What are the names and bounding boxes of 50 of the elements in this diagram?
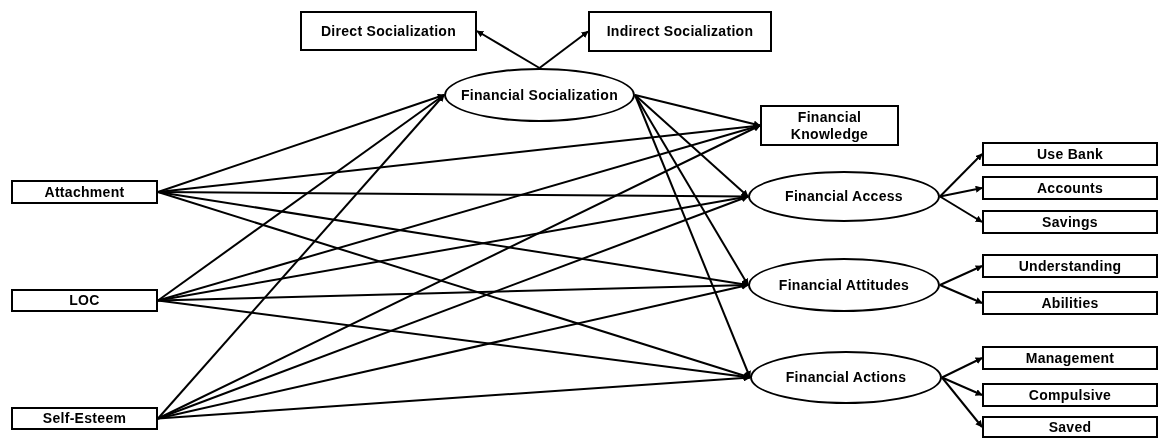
variable-box	[982, 254, 1158, 278]
variable-box	[300, 11, 477, 51]
node-label: Savings	[1042, 213, 1098, 231]
node-label: Compulsive	[1028, 386, 1112, 404]
arrow	[157, 374, 751, 420]
variable-box	[982, 346, 1158, 370]
node-label: Management	[1025, 349, 1115, 367]
arrow	[634, 94, 749, 198]
arrow	[939, 195, 983, 223]
variable-box	[982, 416, 1158, 438]
node-label: Accounts	[1036, 179, 1104, 197]
arrow	[157, 281, 749, 302]
arrow	[476, 30, 541, 69]
variable-box	[11, 289, 158, 312]
node-label: Financial Access	[785, 188, 903, 205]
node-label: Financial Knowledge	[789, 109, 870, 142]
variable-box	[11, 407, 158, 430]
arrow	[941, 357, 983, 379]
node-label: Financial Attitudes	[778, 276, 910, 294]
node-label: Use Bank	[1036, 145, 1104, 163]
arrow	[157, 94, 445, 420]
arrow	[939, 185, 983, 198]
arrow	[157, 93, 445, 193]
variable-box	[982, 176, 1158, 200]
node-label: Understanding	[1018, 257, 1122, 275]
variable-box	[982, 210, 1158, 234]
node-label: Saved	[1048, 418, 1092, 436]
node-label: LOC	[69, 292, 100, 309]
arrow	[538, 30, 589, 69]
node-label: Self-Esteem	[42, 410, 127, 427]
arrow	[939, 153, 983, 198]
node-label: Financial Socialization	[460, 86, 618, 104]
node-label: Indirect Socialization	[606, 23, 754, 40]
arrow	[941, 376, 983, 396]
arrow	[939, 265, 983, 286]
arrow	[634, 94, 761, 128]
arrow	[941, 376, 983, 428]
variable-box	[982, 291, 1158, 315]
variable-box	[11, 180, 158, 204]
arrow	[157, 299, 751, 381]
node-label: Financial Actions	[785, 369, 907, 386]
arrow	[939, 284, 983, 304]
variable-box	[588, 11, 772, 52]
node-label: Direct Socialization	[320, 22, 457, 40]
variable-box	[982, 383, 1158, 407]
arrow	[157, 94, 445, 302]
variable-box	[760, 105, 899, 146]
variable-box	[982, 142, 1158, 166]
node-label: Attachment	[44, 183, 125, 201]
node-label: Abilities	[1041, 294, 1099, 312]
